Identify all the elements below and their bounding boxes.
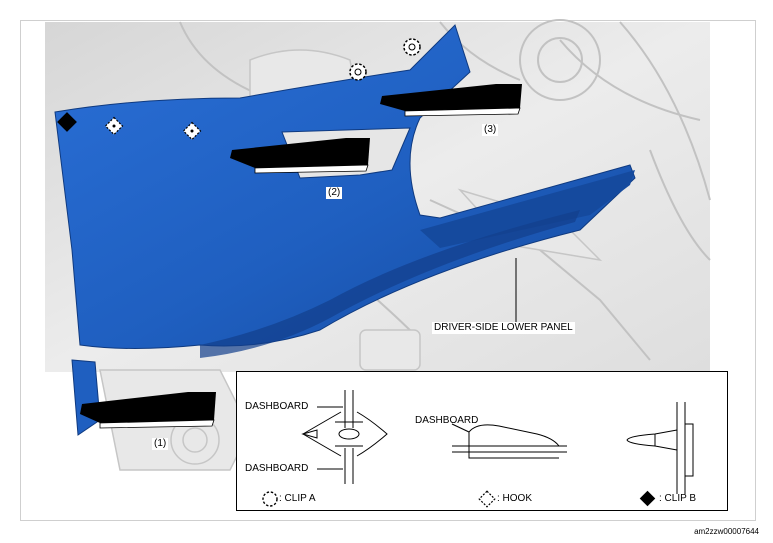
callout-step-3: (3) xyxy=(482,124,499,136)
clip-a-marker-1 xyxy=(349,63,367,81)
callout-step-1: (1) xyxy=(152,438,169,450)
arrow-step-3 xyxy=(380,84,522,117)
clip-b-marker xyxy=(57,112,77,132)
legend-hook-symbol xyxy=(478,490,496,508)
legend-drawings xyxy=(262,390,694,508)
hook-marker-1 xyxy=(104,116,124,136)
legend-clip-b-symbol xyxy=(639,490,656,507)
callout-step-2: (2) xyxy=(326,187,343,199)
arrow-step-1 xyxy=(80,392,216,429)
clip-a-diagram xyxy=(301,390,388,484)
clip-a-marker-2 xyxy=(403,38,421,56)
hook-diagram xyxy=(451,423,567,459)
legend-clip-b-text: : CLIP B xyxy=(659,493,697,504)
document-id: am2zzw00007644 xyxy=(694,527,759,536)
legend-hook-text: : HOOK xyxy=(497,493,533,504)
panel-shading xyxy=(200,210,580,358)
legend-dashboard-bottom-label: DASHBOARD xyxy=(245,463,309,474)
legend-clip-a-symbol xyxy=(262,491,278,507)
clip-b-diagram xyxy=(626,402,694,494)
legend-dashboard-hook-label: DASHBOARD xyxy=(415,415,479,426)
arrow-step-2 xyxy=(230,138,370,174)
clip-legend-box: DASHBOARD DASHBOARD DASHBOARD : CLIP A :… xyxy=(236,371,728,511)
panel-lip xyxy=(420,170,635,248)
callout-panel-name: DRIVER-SIDE LOWER PANEL xyxy=(432,322,575,334)
panel-lower-flange xyxy=(71,359,101,436)
legend-clip-a-text: : CLIP A xyxy=(279,493,316,504)
legend-dashboard-top-label: DASHBOARD xyxy=(245,401,309,412)
